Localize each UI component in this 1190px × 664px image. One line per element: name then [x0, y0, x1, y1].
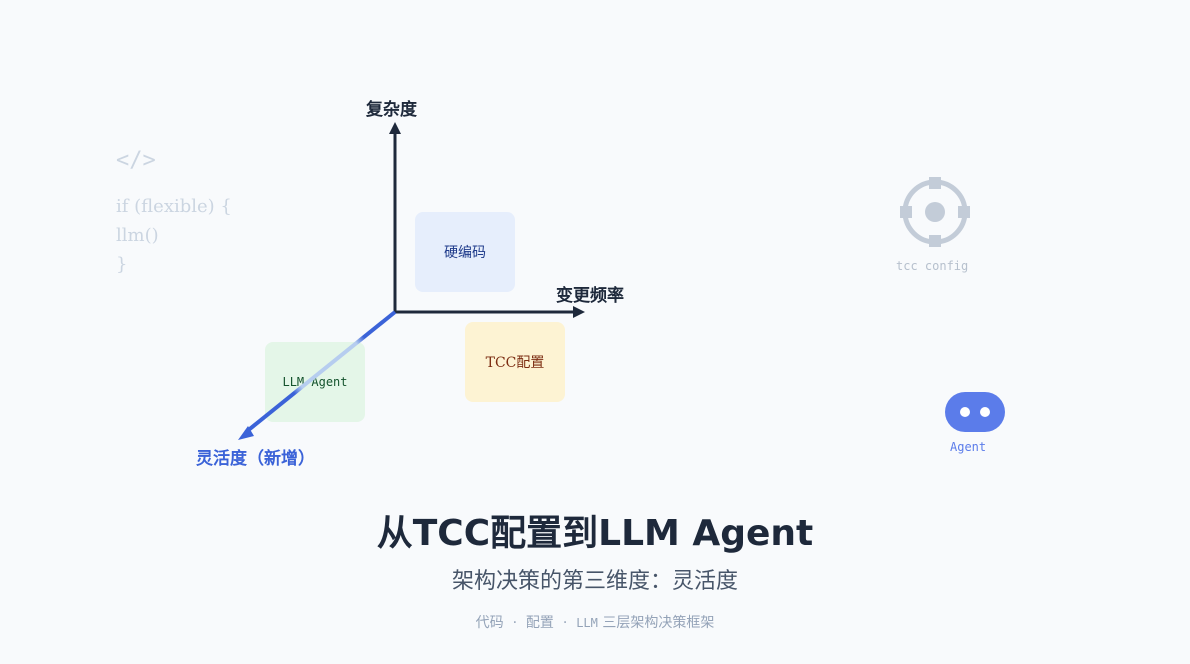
footer-item-llm: LLM — [576, 616, 598, 630]
code-line-2: llm() — [116, 225, 159, 246]
y-axis-label: 复杂度 — [366, 100, 417, 120]
agent-bot-icon — [945, 392, 1005, 432]
footer-item-framework: 三层架构决策框架 — [597, 615, 715, 631]
code-snippet: if (flexible) { llm() } — [116, 192, 232, 279]
page-title: 从TCC配置到LLM Agent — [376, 513, 814, 554]
agent-label: Agent — [950, 440, 987, 454]
page-subtitle: 架构决策的第三维度：灵活度 — [451, 569, 738, 594]
code-line-1: if (flexible) { — [116, 196, 232, 217]
target-icon — [900, 177, 970, 247]
code-line-3: } — [116, 254, 128, 275]
code-tag-icon: </> — [116, 148, 156, 173]
footer-caption: 代码 · 配置 · LLM 三层架构决策框架 — [0, 612, 1190, 632]
z-axis-label: 灵活度（新增） — [196, 449, 315, 469]
footer-separator-1: · — [512, 615, 518, 631]
x-axis-arrow — [573, 306, 585, 318]
footer-item-code: 代码 — [475, 615, 504, 631]
tcc-config-label: tcc config — [896, 259, 969, 273]
llm-agent-box: LLM Agent — [265, 342, 365, 422]
footer-item-config: 配置 — [525, 615, 554, 631]
hardcode-box: 硬编码 — [415, 212, 515, 292]
footer-separator-2: · — [562, 615, 568, 631]
tcc-config-box: TCC配置 — [465, 322, 565, 402]
y-axis-arrow — [389, 122, 401, 134]
x-axis-label: 变更频率 — [556, 286, 624, 306]
